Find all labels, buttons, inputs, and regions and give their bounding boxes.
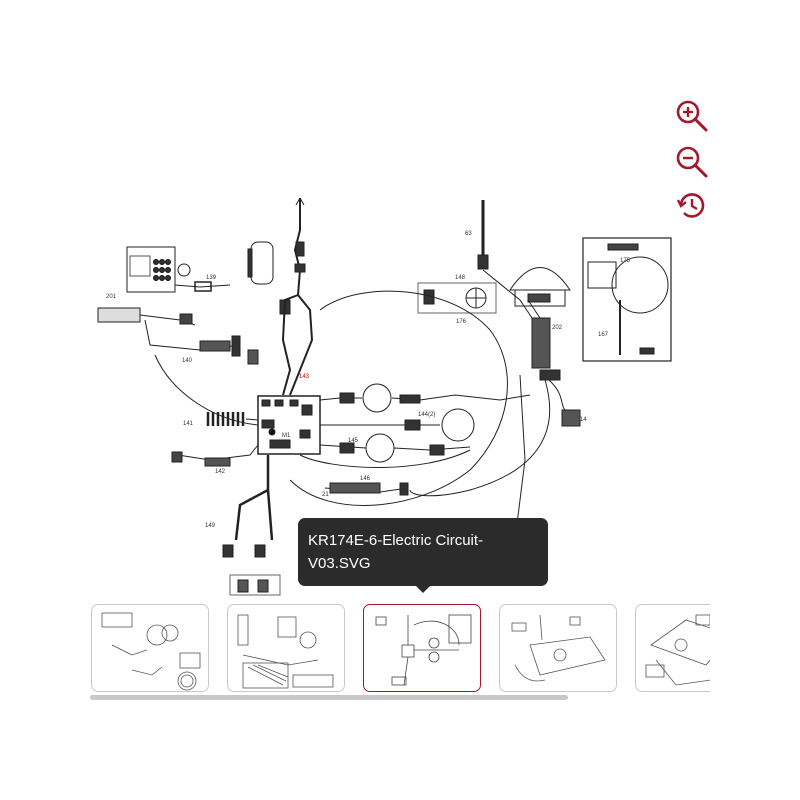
- label-145: 145: [348, 438, 359, 444]
- thumbnail-4-image: [511, 614, 606, 682]
- thumbnail-2-image: [237, 614, 334, 689]
- thumbnail-4[interactable]: [499, 604, 617, 692]
- label-201: 201: [106, 294, 117, 300]
- label-139: 139: [206, 275, 217, 281]
- label-149: 149: [205, 523, 216, 529]
- label-176: 176: [456, 319, 467, 325]
- zoom-out-button[interactable]: [672, 142, 712, 182]
- label-140: 140: [182, 358, 193, 364]
- thumbnail-scrollbar[interactable]: [90, 695, 568, 700]
- label-141: 141: [183, 421, 194, 427]
- label-143: 143: [299, 374, 310, 380]
- thumbnail-strip[interactable]: [90, 603, 710, 703]
- label-175: 175: [620, 258, 631, 264]
- label-202: 202: [552, 325, 563, 331]
- label-63: 63: [465, 231, 472, 237]
- label-21: 21: [322, 492, 329, 498]
- label-146: 146: [360, 476, 371, 482]
- label-144: 144(2): [418, 412, 435, 418]
- label-142: 142: [215, 469, 226, 475]
- zoom-in-button[interactable]: [672, 96, 712, 136]
- thumbnail-3-active[interactable]: [363, 604, 481, 692]
- reset-zoom-button[interactable]: [672, 186, 712, 226]
- thumbnail-2[interactable]: [227, 604, 345, 692]
- thumbnail-5[interactable]: [635, 604, 710, 692]
- label-167: 167: [598, 332, 609, 338]
- thumbnail-5-image: [645, 614, 710, 686]
- history-reset-icon: [676, 193, 705, 218]
- zoom-out-icon: [676, 146, 708, 178]
- tooltip-text: KR174E-6-Electric Circuit-V03.SVG: [308, 532, 484, 572]
- thumbnail-3-image: [375, 614, 472, 686]
- label-148: 148: [455, 275, 466, 281]
- electric-circuit-diagram[interactable]: 63 139 140 141 142 143 144(2) 145 146 14…: [95, 185, 695, 605]
- label-m1: M1: [282, 433, 291, 439]
- thumbnail-1[interactable]: [91, 604, 209, 692]
- zoom-in-icon: [676, 100, 708, 132]
- thumbnail-1-image: [101, 612, 201, 691]
- filename-tooltip: KR174E-6-Electric Circuit-V03.SVG: [298, 518, 548, 593]
- label-14: 14: [580, 417, 587, 423]
- controller-unit: [126, 246, 176, 293]
